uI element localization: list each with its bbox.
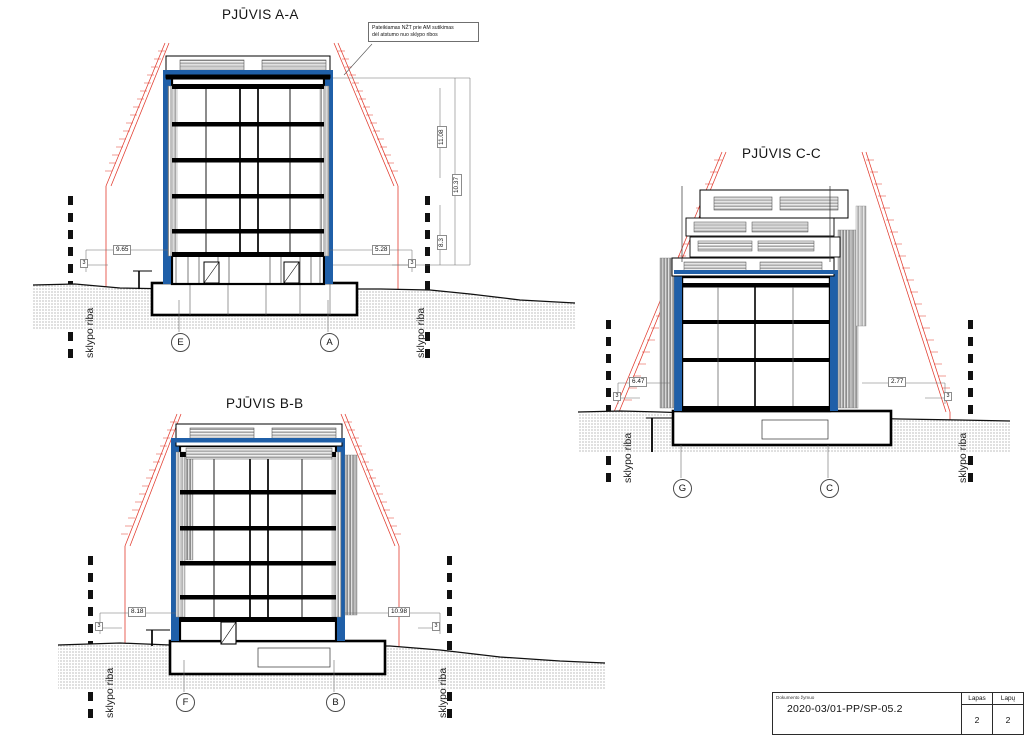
cc-dim-left: 6.47 (629, 377, 648, 388)
bb-dim-right: 10.98 (388, 607, 410, 618)
aa-vdim-top: 11.08 (437, 126, 448, 148)
bb-grid-bubble-right[interactable]: B (326, 693, 345, 712)
aa-boundary-label-left: sklypo riba (84, 307, 96, 358)
bb-grid-bubble-left[interactable]: F (176, 693, 195, 712)
title-block: Dokumento žymuo 2020-03/01-PP/SP-05.2 La… (772, 692, 1024, 735)
sheet-number-column: Lapas 2 (962, 693, 993, 734)
cc-boundary-label-left: sklypo riba (622, 432, 634, 483)
cc-dim-right: 2.77 (888, 377, 907, 388)
bb-dim-left: 8.18 (128, 607, 147, 618)
section-cc-geometry (577, 151, 1011, 482)
cc-boundary-label-right: sklypo riba (957, 432, 969, 483)
aa-grid-bubble-left[interactable]: E (171, 333, 190, 352)
boundary-consent-note: Pateikiamas NŽT prie AM sutikimas dėl at… (368, 22, 479, 43)
sheet-number-header: Lapas (962, 693, 992, 705)
sheet-total-column: Lapų 2 (993, 693, 1023, 734)
note-line-2: dėl atstumo nuo sklypo ribos (372, 32, 438, 39)
bb-dim-small-left: 3 (95, 622, 103, 632)
document-code-caption: Dokumento žymuo (776, 695, 815, 700)
title-block-main: Dokumento žymuo 2020-03/01-PP/SP-05.2 (773, 693, 962, 734)
cc-grid-bubble-left[interactable]: G (673, 479, 692, 498)
cc-grid-bubble-right[interactable]: C (820, 479, 839, 498)
aa-boundary-label-right: sklypo riba (415, 307, 427, 358)
section-aa-title: PJŪVIS A-A (222, 7, 299, 22)
section-bb-geometry (57, 413, 606, 718)
cc-dim-small-left: 3 (613, 392, 621, 402)
aa-dim-left: 9.65 (113, 245, 132, 256)
aa-vdim-mid: 10.37 (452, 174, 463, 196)
aa-grid-bubble-right[interactable]: A (320, 333, 339, 352)
bb-boundary-label-left: sklypo riba (104, 667, 116, 718)
bb-dim-small-right: 3 (432, 622, 440, 632)
bb-boundary-label-right: sklypo riba (437, 667, 449, 718)
sheet-total-header: Lapų (993, 693, 1023, 705)
aa-dim-small-left: 3 (80, 259, 88, 269)
section-cc-title: PJŪVIS C-C (742, 146, 822, 161)
cc-dim-small-right: 3 (944, 392, 952, 402)
aa-dim-right: 5.28 (372, 245, 391, 256)
note-line-1: Pateikiamas NŽT prie AM sutikimas (372, 25, 454, 31)
sheet-total-value: 2 (1005, 714, 1011, 725)
document-code-value: 2020-03/01-PP/SP-05.2 (787, 703, 903, 715)
section-bb-title: PJŪVIS B-B (226, 396, 304, 411)
aa-vdim-low: 8.3 (437, 235, 448, 250)
sheet-number-value: 2 (974, 714, 980, 725)
aa-dim-small-right: 3 (408, 259, 416, 269)
section-aa-geometry (32, 42, 576, 358)
